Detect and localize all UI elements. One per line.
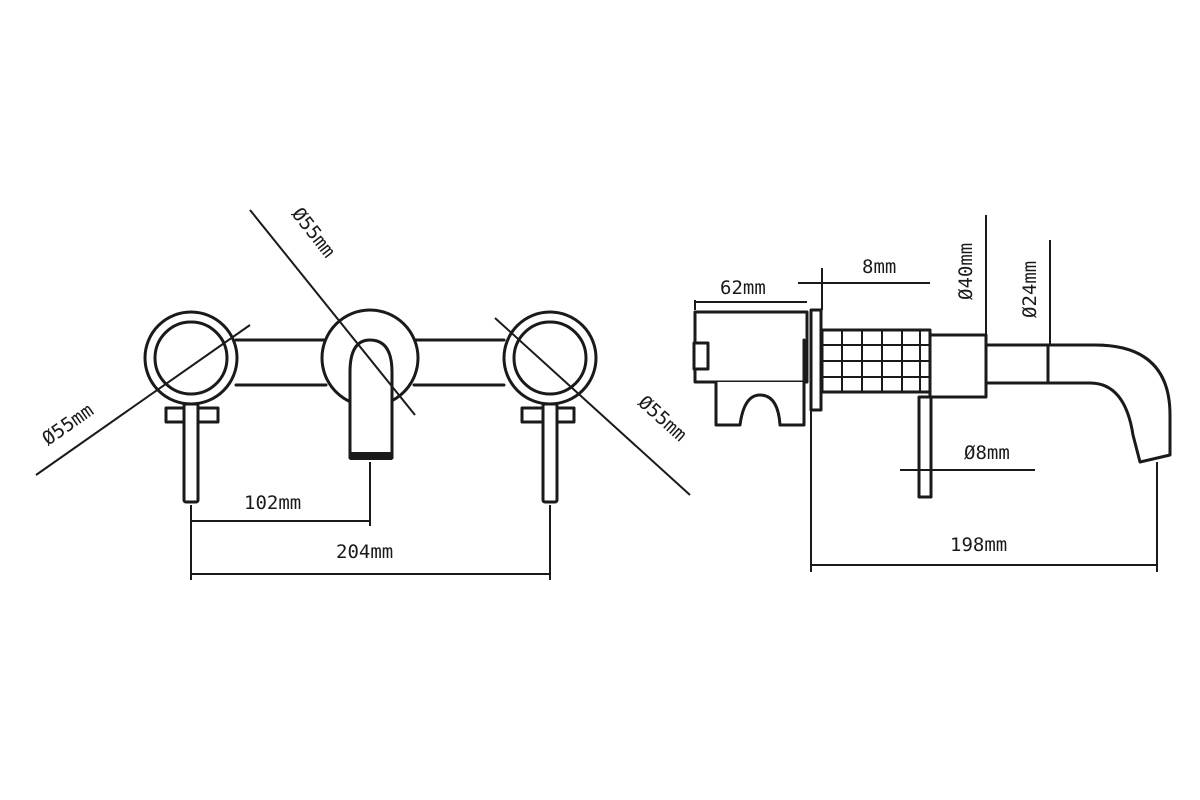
smooth-body	[928, 333, 988, 399]
label-back-depth: 62mm	[720, 277, 766, 299]
middle-spout-plate	[320, 308, 420, 460]
dimension-102	[190, 462, 371, 580]
label-handle-diameter: Ø8mm	[964, 442, 1010, 464]
leader-middle-diameter	[249, 209, 416, 416]
lever-handle	[917, 395, 933, 499]
label-plate: 8mm	[862, 256, 896, 278]
in-wall-body	[692, 310, 809, 427]
spout-outlet	[350, 452, 392, 460]
connecting-body	[234, 338, 506, 387]
spout	[984, 343, 1172, 464]
knurled-handle	[820, 328, 932, 394]
leader-left-diameter	[35, 324, 251, 476]
dimension-62	[694, 300, 807, 310]
side-view: 62mm 8mm Ø40mm Ø24mm Ø8mm 198mm	[692, 215, 1172, 572]
front-view: Ø55mm Ø55mm Ø55mm 102mm 204mm	[35, 204, 691, 580]
dimension-198	[810, 410, 1158, 572]
wall-plate	[809, 308, 823, 412]
label-middle-diameter: Ø55mm	[287, 204, 340, 263]
label-spout-diameter: Ø24mm	[1019, 261, 1041, 318]
label-left-diameter: Ø55mm	[38, 399, 97, 450]
label-total-reach: 198mm	[950, 534, 1007, 556]
label-body-diameter: Ø40mm	[955, 243, 977, 300]
label-half-spacing: 102mm	[244, 492, 301, 514]
dimension-204	[191, 505, 551, 580]
left-handle-plate	[143, 310, 239, 504]
right-handle-plate	[502, 310, 598, 504]
leader-right-diameter	[494, 317, 691, 496]
dimension-8	[798, 268, 930, 310]
label-right-diameter: Ø55mm	[634, 391, 691, 446]
label-full-spacing: 204mm	[336, 541, 393, 563]
